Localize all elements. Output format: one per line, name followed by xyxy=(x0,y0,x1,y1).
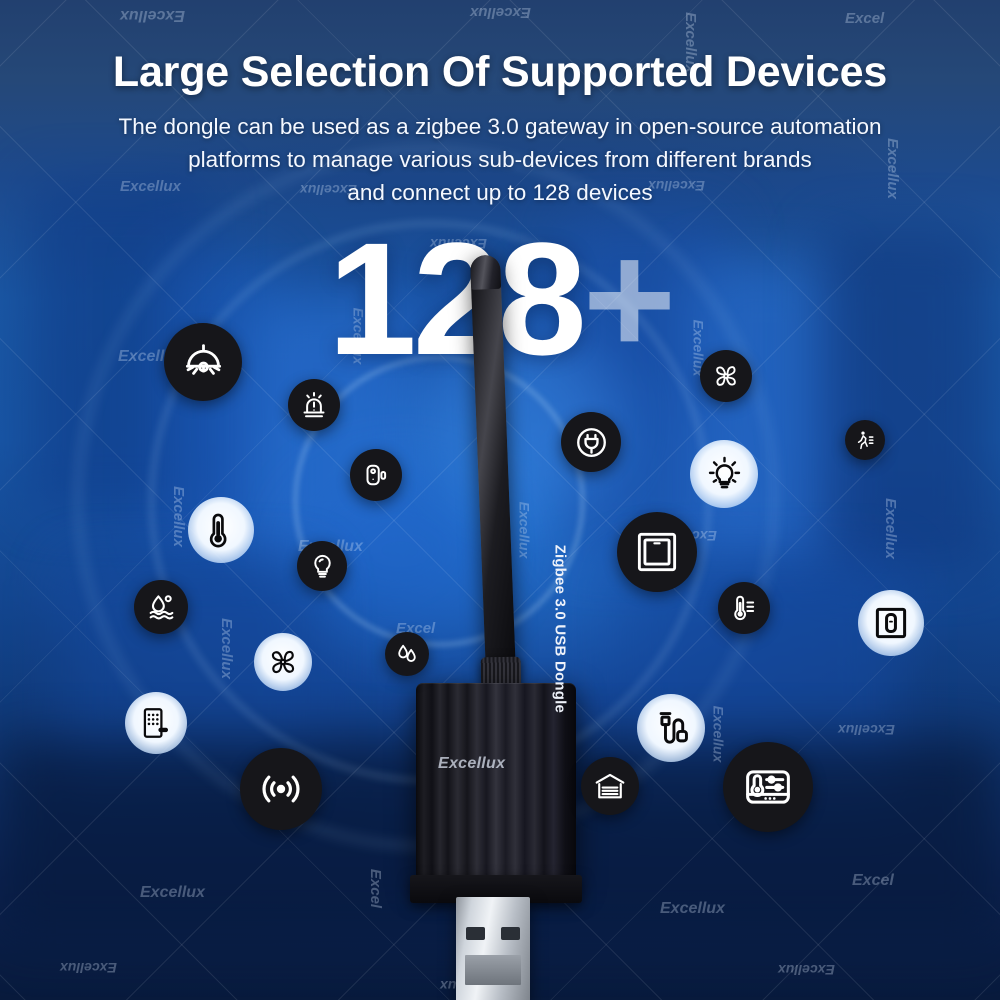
thermostat-panel-icon[interactable] xyxy=(723,742,813,832)
water-leak-sensor-icon[interactable] xyxy=(134,580,188,634)
light-bulb-small-icon[interactable] xyxy=(297,541,347,591)
usb-tongue xyxy=(465,955,521,985)
ceiling-light-icon[interactable] xyxy=(164,323,242,401)
usb-slot-right xyxy=(501,927,520,940)
subtitle-line-3: and connect up to 128 devices xyxy=(347,180,653,205)
motion-signal-icon[interactable] xyxy=(240,748,322,830)
wall-switch-panel-icon[interactable] xyxy=(617,512,697,592)
humidity-sensor-icon[interactable] xyxy=(385,632,429,676)
presence-sensor-icon[interactable] xyxy=(845,420,885,460)
subtitle: The dongle can be used as a zigbee 3.0 g… xyxy=(0,110,1000,209)
thermometer-icon[interactable] xyxy=(188,497,254,563)
siren-alarm-icon[interactable] xyxy=(288,379,340,431)
power-plug-icon[interactable] xyxy=(561,412,621,472)
usb-slot-left xyxy=(466,927,485,940)
garage-door-icon[interactable] xyxy=(581,757,639,815)
dongle-brand-text: Excellux xyxy=(438,755,506,772)
dongle-antenna xyxy=(469,254,516,676)
fan-right-icon[interactable] xyxy=(700,350,752,402)
dongle-model-label: Zigbee 3.0 USB Dongle xyxy=(551,544,568,713)
dongle-usb-connector xyxy=(456,897,530,1000)
light-switch-icon[interactable] xyxy=(858,590,924,656)
light-bulb-bright-icon[interactable] xyxy=(690,440,758,508)
subtitle-line-2: platforms to manage various sub-devices … xyxy=(188,147,812,172)
fan-left-icon[interactable] xyxy=(254,633,312,691)
usb-cable-plug-icon[interactable] xyxy=(637,694,705,762)
door-lock-keypad-icon[interactable] xyxy=(125,692,187,754)
thermometer-right-icon[interactable] xyxy=(718,582,770,634)
watermark-text: Excellux xyxy=(60,960,117,976)
zigbee-usb-dongle: Excellux Zigbee 3.0 USB Dongle xyxy=(398,245,613,1000)
dongle-body: Excellux Zigbee 3.0 USB Dongle xyxy=(416,545,576,883)
page-title: Large Selection Of Supported Devices xyxy=(112,48,888,96)
watermark-text: Excellux xyxy=(778,962,835,978)
subtitle-line-1: The dongle can be used as a zigbee 3.0 g… xyxy=(118,114,882,139)
headline-block: Large Selection Of Supported Devices The… xyxy=(0,0,1000,209)
door-window-sensor-icon[interactable] xyxy=(350,449,402,501)
